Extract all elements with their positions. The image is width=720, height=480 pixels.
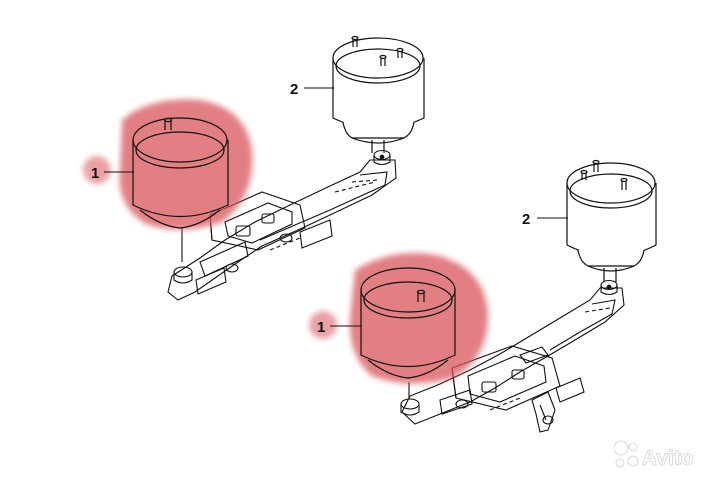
right-trailing-arm bbox=[400, 279, 625, 433]
callout-highlight bbox=[83, 156, 111, 184]
rear-right-air-spring bbox=[566, 159, 657, 282]
avito-dots-icon bbox=[613, 440, 639, 468]
callout-rear-right: 2 bbox=[522, 211, 568, 228]
callout-rear-left: 2 bbox=[290, 81, 334, 98]
callout-number: 2 bbox=[522, 211, 530, 228]
highlight-marker bbox=[349, 253, 488, 384]
watermark-text: Avito bbox=[642, 447, 694, 470]
callout-front-left: 1 bbox=[91, 165, 134, 182]
front-left-air-spring bbox=[119, 99, 253, 230]
callout-front-right: 1 bbox=[317, 319, 362, 336]
watermark: Avito bbox=[613, 440, 694, 470]
callout-number: 1 bbox=[91, 165, 99, 182]
rear-left-air-spring bbox=[332, 35, 425, 153]
front-right-air-spring bbox=[349, 253, 488, 384]
highlight-marker bbox=[119, 99, 253, 230]
left-trailing-arm bbox=[167, 149, 397, 301]
callout-number: 1 bbox=[317, 319, 325, 336]
callout-number: 2 bbox=[290, 81, 298, 98]
callout-highlight bbox=[309, 311, 337, 339]
